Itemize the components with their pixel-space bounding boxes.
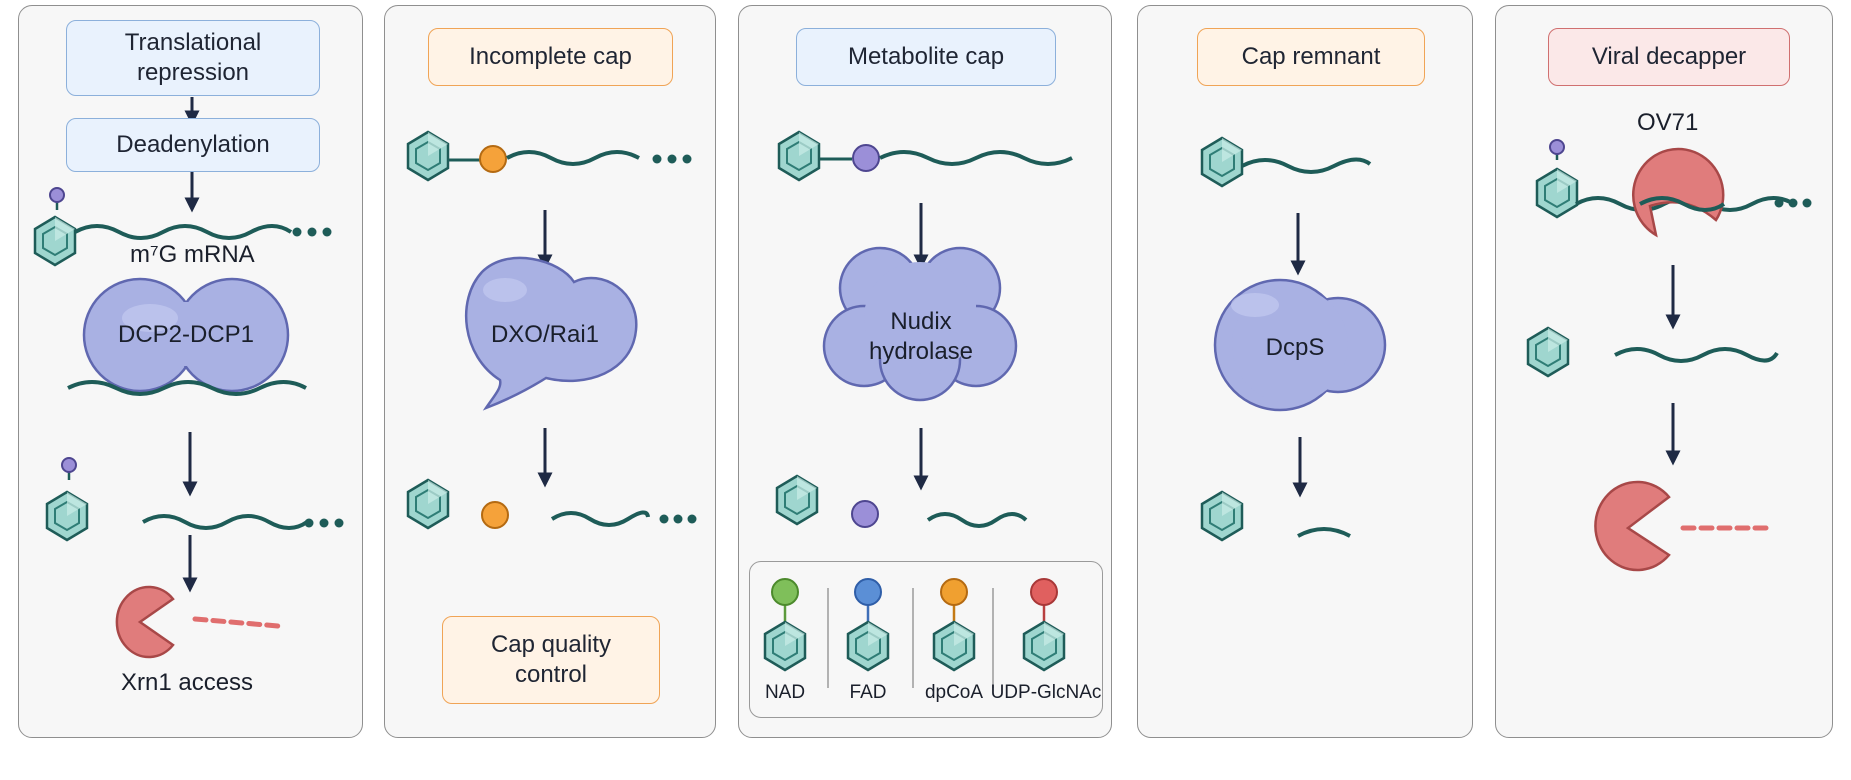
nudix-hydrolase-label: Nudix hydrolase [850, 307, 992, 367]
xrn1-pacman-icon [115, 585, 281, 659]
dcps-enzyme-icon [1213, 278, 1387, 412]
viral-decapper-box: Viral decapper [1548, 28, 1790, 86]
panel1-capped-mrna-icon [33, 187, 332, 267]
panel5-products-icon [1526, 326, 1779, 378]
panel2-incomplete-cap-mrna-icon [406, 130, 692, 182]
dxo-rai1-enzyme-icon [464, 256, 638, 411]
m7g-mrna-label: m⁷G mRNA [130, 241, 255, 268]
cap-quality-control-line2: control [514, 661, 588, 688]
panel1-flow-arrows [182, 97, 200, 593]
dcp2-dcp1-label: DCP2-DCP1 [117, 321, 255, 348]
nad-legend-label: NAD [764, 682, 806, 703]
nudix-hydrolase-line2: hydrolase [868, 338, 974, 365]
nudix-hydrolase-line1: Nudix [890, 308, 952, 335]
dcp2-dcp1-complex-icon [67, 277, 307, 396]
xrn1-access-label: Xrn1 access [121, 669, 254, 696]
udp-glcnac-legend-icon [1022, 578, 1066, 672]
deadenylation-box: Deadenylation [66, 118, 320, 172]
legend-dividers [827, 588, 994, 688]
translational-repression-line2: repression [136, 59, 250, 86]
deadenylation-label: Deadenylation [116, 131, 270, 158]
cap-quality-control-line1: Cap quality [490, 631, 612, 658]
nad-legend-icon [763, 578, 807, 672]
panel3-metabolite-cap-mrna-icon [777, 130, 1073, 182]
dpcoa-legend-label: dpCoA [924, 682, 984, 703]
metabolite-cap-title: Metabolite cap [847, 43, 1005, 70]
viral-decapper-title: Viral decapper [1591, 43, 1747, 70]
panel5-bound-mrna-icon [1535, 139, 1812, 238]
panel1-released-cap-icon [45, 457, 344, 542]
fad-legend-icon [846, 578, 890, 672]
nudix-hydrolase-icon [822, 246, 1018, 402]
viral-decapper-pacman-icon [1594, 480, 1769, 572]
incomplete-cap-box: Incomplete cap [428, 28, 673, 86]
dcps-label: DcpS [1265, 334, 1325, 361]
panel2-products-icon [406, 478, 697, 530]
udp-glcnac-legend-label: UDP-GlcNAc [990, 682, 1102, 703]
ov71-label: OV71 [1637, 109, 1699, 136]
cap-quality-control-box: Cap quality control [442, 616, 660, 704]
incomplete-cap-title: Incomplete cap [469, 43, 632, 70]
dpcoa-legend-icon [932, 578, 976, 672]
fad-legend-label: FAD [849, 682, 887, 703]
panel3-products-icon [775, 474, 1028, 528]
cap-remnant-box: Cap remnant [1197, 28, 1425, 86]
panel4-cap-remnant-icon [1200, 136, 1372, 188]
panel4-products-icon [1200, 490, 1351, 542]
metabolite-cap-box: Metabolite cap [796, 28, 1056, 86]
dxo-rai1-label: DXO/Rai1 [490, 321, 600, 348]
translational-repression-line1: Translational [124, 29, 262, 56]
panel4-flow-arrows [1290, 213, 1308, 498]
translational-repression-box: Translational repression [66, 20, 320, 96]
cap-remnant-title: Cap remnant [1241, 43, 1381, 70]
